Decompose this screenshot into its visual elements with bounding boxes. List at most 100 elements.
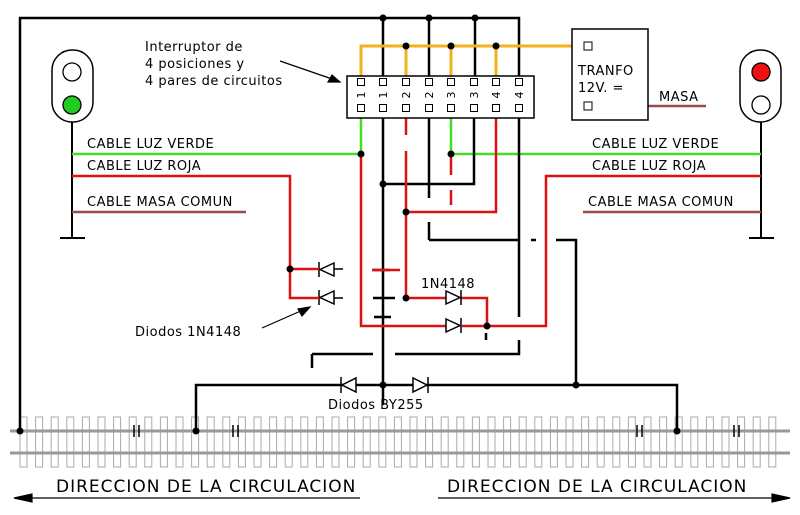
diodos-1n4148-label: Diodos 1N4148 xyxy=(135,325,241,340)
switch-pin-label: 4 xyxy=(513,92,526,99)
track-sleeper xyxy=(659,416,668,468)
track-sleeper xyxy=(425,416,434,468)
track-sleeper xyxy=(284,416,293,468)
track-sleeper xyxy=(643,416,652,468)
switch-pin-bottom xyxy=(357,104,365,112)
switch-pin-label: 2 xyxy=(400,92,413,99)
track-sleeper xyxy=(440,416,449,468)
track-sleeper xyxy=(237,416,246,468)
direccion-left-label: DIRECCION DE LA CIRCULACION xyxy=(56,477,356,497)
track-sleeper xyxy=(565,416,574,468)
switch-pin-top xyxy=(402,78,410,86)
switch-pin-label: 3 xyxy=(445,92,458,99)
track-sleeper xyxy=(269,416,278,468)
signal-right xyxy=(739,49,782,239)
cable-masa-left-label: CABLE MASA COMUN xyxy=(87,195,233,210)
switch-pin-bottom xyxy=(402,104,410,112)
track-sleeper xyxy=(768,416,777,468)
signal-left-green-lamp xyxy=(62,95,82,115)
railway-track xyxy=(10,416,790,468)
track-sleeper xyxy=(705,416,714,468)
yellow-wire xyxy=(359,44,588,76)
switch-pin-label: 3 xyxy=(468,92,481,99)
signal-right-red-lamp xyxy=(751,62,771,82)
track-sleeper xyxy=(581,416,590,468)
switch-pin-label: 2 xyxy=(423,92,436,99)
track-sleepers xyxy=(19,416,777,468)
track-sleeper xyxy=(409,416,418,468)
switch-desc-line2: 4 posiciones y xyxy=(145,57,245,72)
track-sleeper xyxy=(471,416,480,468)
signal-left-top-lamp xyxy=(62,62,82,82)
track-sleeper xyxy=(315,416,324,468)
track-sleeper xyxy=(253,416,262,468)
track-sleeper xyxy=(596,416,605,468)
track-sleeper xyxy=(222,416,231,468)
tranfo-label: TRANFO xyxy=(577,64,634,79)
switch-desc-line3: 4 pares de circuitos xyxy=(145,74,283,89)
switch-pin-top xyxy=(357,78,365,86)
switch-pin-top xyxy=(492,78,500,86)
track-sleeper xyxy=(81,416,90,468)
switch-pin-bottom xyxy=(515,104,523,112)
track-sleeper xyxy=(752,416,761,468)
switch-pin-label: 1 xyxy=(355,92,368,99)
track-sleeper xyxy=(503,416,512,468)
track-sleeper xyxy=(690,416,699,468)
cable-roja-left-label: CABLE LUZ ROJA xyxy=(87,159,201,174)
switch-pin-bottom xyxy=(425,104,433,112)
switch-pin-bottom xyxy=(470,104,478,112)
track-sleeper xyxy=(627,416,636,468)
track-sleeper xyxy=(19,416,28,468)
track-sleeper xyxy=(331,416,340,468)
switch-pin-top xyxy=(515,78,523,86)
diodos-by255-label: Diodos BY255 xyxy=(328,398,424,413)
switch-pin-top xyxy=(379,78,387,86)
signal-right-bottom-lamp xyxy=(751,95,771,115)
diode-right-bottom xyxy=(445,317,462,334)
track-sleeper xyxy=(113,416,122,468)
switch-pin-bottom xyxy=(492,104,500,112)
track-sleeper xyxy=(534,416,543,468)
cable-roja-right-label: CABLE LUZ ROJA xyxy=(592,159,706,174)
track-sleeper xyxy=(35,416,44,468)
track-sleeper xyxy=(378,416,387,468)
track-sleeper xyxy=(362,416,371,468)
track-sleeper xyxy=(393,416,402,468)
tranfo-voltage-label: 12V. = xyxy=(578,81,624,96)
diode-1n4148-label: 1N4148 xyxy=(421,277,475,292)
track-sleeper xyxy=(175,416,184,468)
track-sleeper xyxy=(128,416,137,468)
masa-label: MASA xyxy=(659,90,699,105)
switch-pin-bottom xyxy=(379,104,387,112)
diode-left-bottom xyxy=(310,289,343,306)
switch-pin-bottom xyxy=(447,104,455,112)
switch-desc-line1: Interruptor de xyxy=(145,40,243,55)
track-sleeper xyxy=(737,416,746,468)
cable-verde-right-label: CABLE LUZ VERDE xyxy=(592,137,719,152)
cable-masa-right-label: CABLE MASA COMUN xyxy=(588,195,734,210)
diode-right-top xyxy=(445,289,462,306)
track-sleeper xyxy=(50,416,59,468)
track-sleeper xyxy=(66,416,75,468)
diode-by255-right xyxy=(412,376,429,394)
track-sleeper xyxy=(612,416,621,468)
transformer: TRANFO 12V. = xyxy=(571,28,649,121)
diode-left-top xyxy=(310,261,343,278)
switch-pin-top xyxy=(447,78,455,86)
junction-dots xyxy=(16,14,681,435)
track-sleeper xyxy=(144,416,153,468)
diodes-by255 xyxy=(340,376,429,394)
track-sleeper xyxy=(347,416,356,468)
cable-verde-left-label: CABLE LUZ VERDE xyxy=(87,137,214,152)
track-sleeper xyxy=(300,416,309,468)
track-sleeper xyxy=(159,416,168,468)
diodes-1n4148 xyxy=(310,261,462,334)
leader-lines xyxy=(13,60,791,503)
rail-gaps xyxy=(133,425,740,437)
diode-by255-left xyxy=(340,376,357,394)
